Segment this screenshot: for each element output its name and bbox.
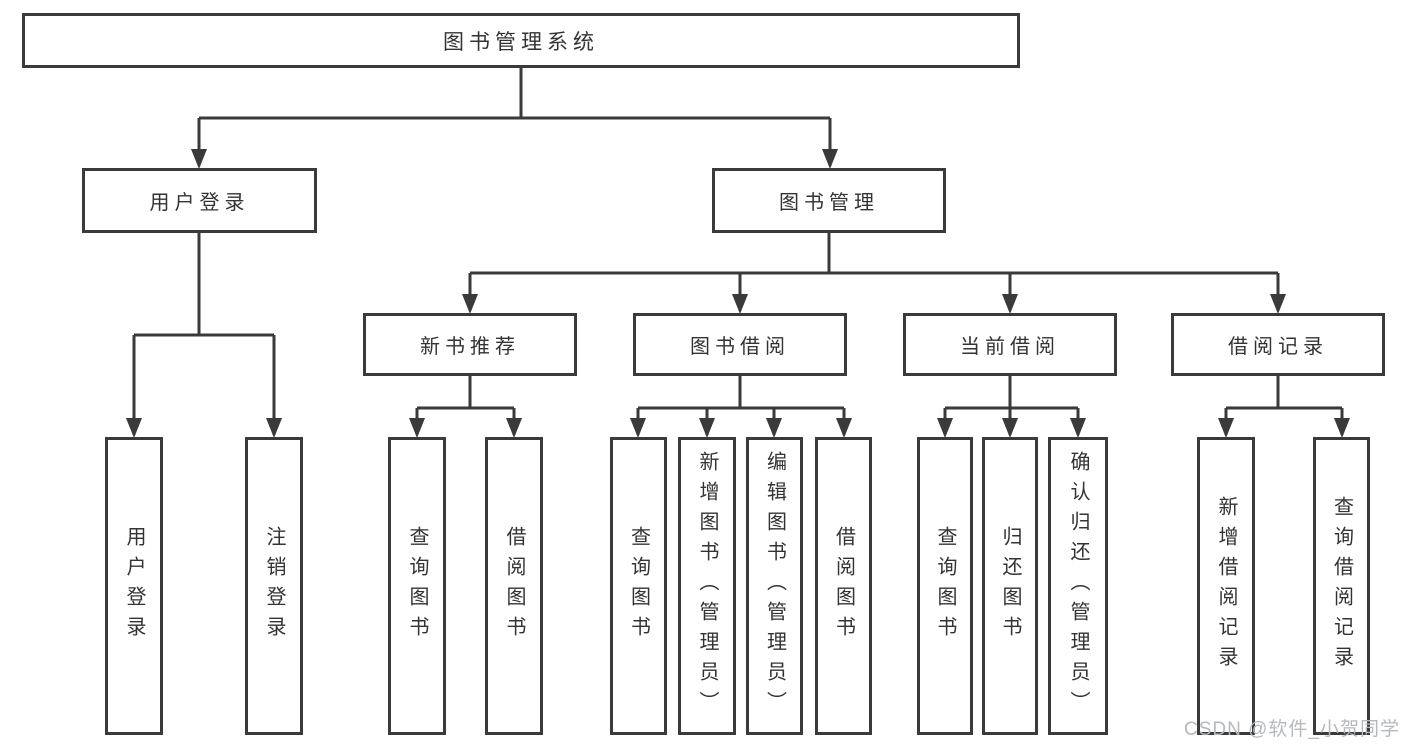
leaf-borrow-books-2: 借阅图书 bbox=[815, 437, 872, 735]
csdn-watermark: CSDN @软件_小贺同学 bbox=[1184, 719, 1400, 740]
leaf-return-book: 归还图书 bbox=[982, 437, 1038, 735]
leaf-add-borrow-record: 新增借阅记录 bbox=[1197, 437, 1255, 735]
leaf-query-books-3: 查询图书 bbox=[917, 437, 973, 735]
node-borrow-records: 借阅记录 bbox=[1171, 313, 1385, 376]
node-book-borrow: 图书借阅 bbox=[633, 313, 847, 376]
leaf-user-login: 用户登录 bbox=[105, 437, 163, 735]
leaf-borrow-books-1: 借阅图书 bbox=[485, 437, 543, 735]
leaf-edit-book-admin: 编辑图书（管理员） bbox=[746, 437, 803, 735]
leaf-query-books-1: 查询图书 bbox=[388, 437, 446, 735]
leaf-add-book-admin: 新增图书（管理员） bbox=[678, 437, 736, 735]
leaf-query-borrow-record: 查询借阅记录 bbox=[1313, 437, 1370, 735]
node-user-login: 用户登录 bbox=[82, 168, 317, 233]
leaf-confirm-return-admin: 确认归还（管理员） bbox=[1048, 437, 1108, 735]
node-root: 图书管理系统 bbox=[22, 13, 1020, 68]
node-new-book-recommend: 新书推荐 bbox=[363, 313, 577, 376]
node-current-borrow: 当前借阅 bbox=[903, 313, 1117, 376]
connector-group bbox=[126, 68, 1350, 438]
node-book-management: 图书管理 bbox=[712, 168, 946, 233]
leaf-query-books-2: 查询图书 bbox=[610, 437, 667, 735]
leaf-logout-login: 注销登录 bbox=[245, 437, 303, 735]
